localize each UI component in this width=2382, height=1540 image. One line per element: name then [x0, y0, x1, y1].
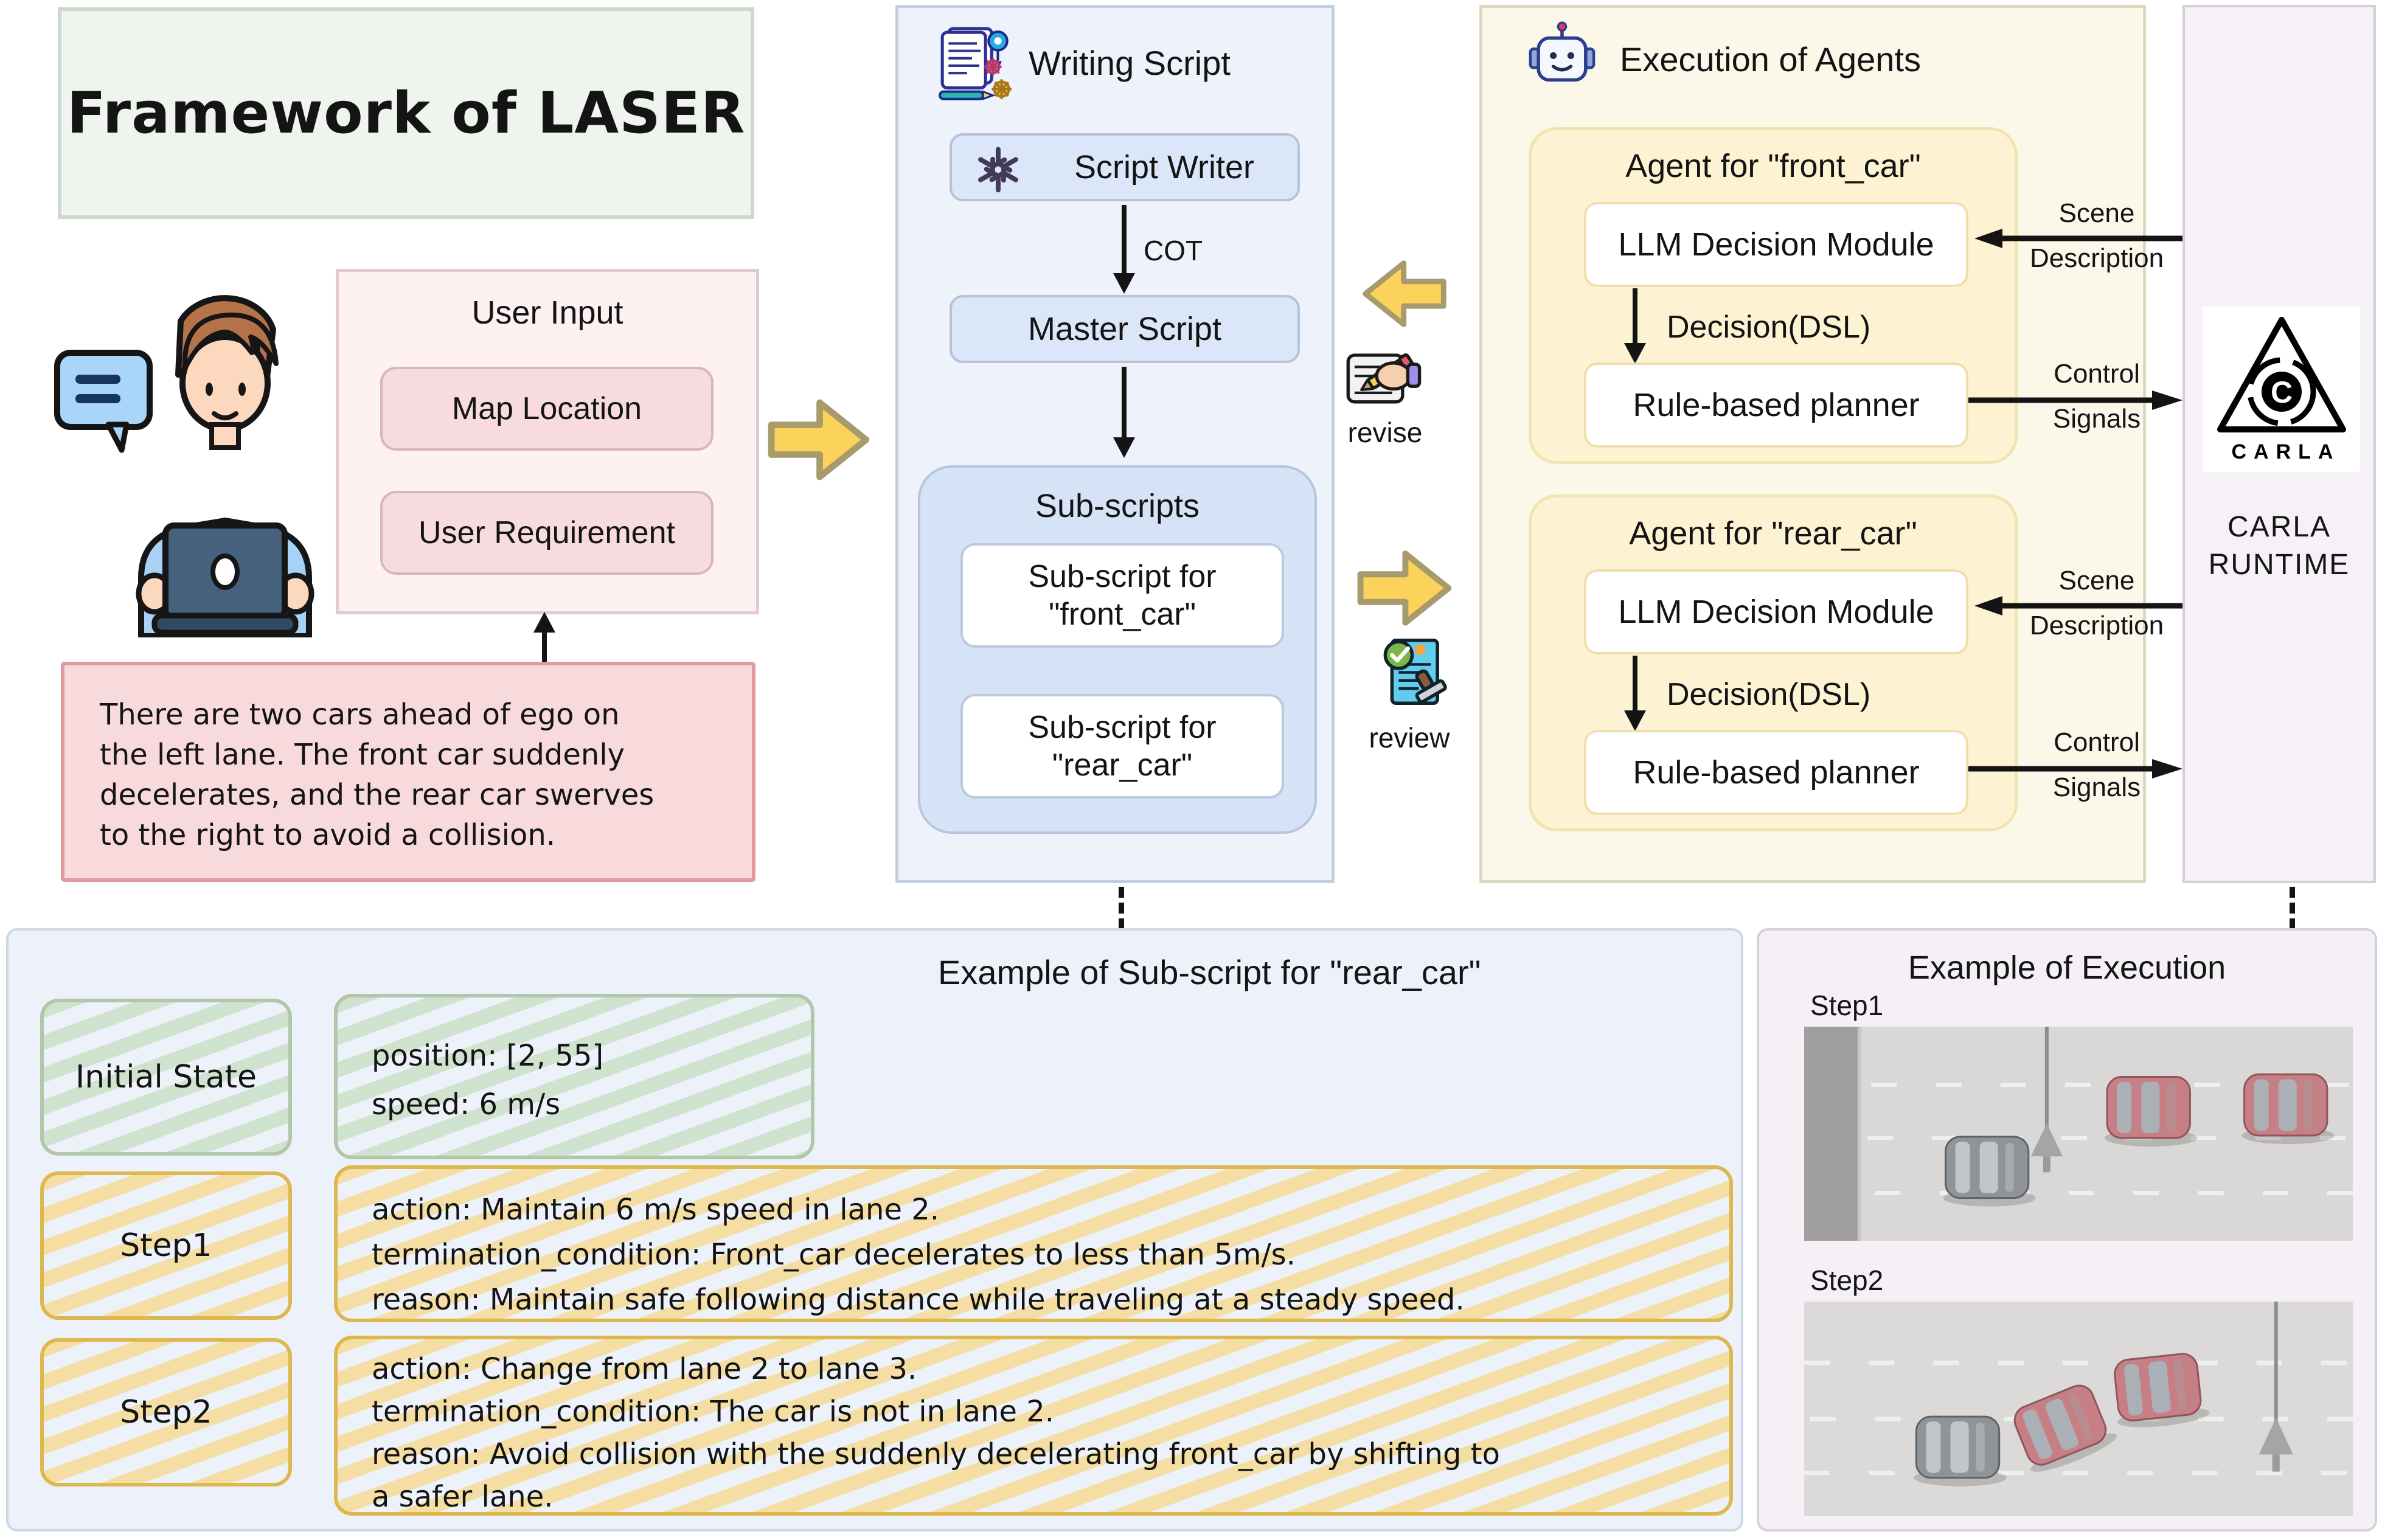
scenario-to-requirement-arrow	[533, 612, 555, 663]
subscript-example-panel: Example of Sub-script for "rear_car" Ini…	[6, 928, 1743, 1531]
scenario-line: the left lane. The front car suddenly	[100, 738, 625, 772]
scene-description-label-front: Scene	[2058, 198, 2135, 228]
control-signals-label-front: Control	[2054, 359, 2140, 389]
scene-description-label-rear: Scene	[2058, 566, 2135, 595]
sub-script-front-car-box: Sub-script for "front_car"	[960, 543, 1284, 648]
execution-step2-label: Step2	[1810, 1264, 1884, 1296]
llm-decision-module-front: LLM Decision Module	[1584, 202, 1968, 287]
carla-runtime-title: CARLA RUNTIME	[2208, 511, 2350, 581]
execution-agents-panel: Execution of Agents Agent for "front_car…	[1479, 5, 2146, 883]
writing-to-example-connector	[1119, 887, 1124, 929]
cot-label: COT	[1144, 235, 1203, 266]
sub-script-rear-car-label: Sub-script for "rear_car"	[1028, 710, 1217, 783]
carla-logo-letter: C	[2271, 375, 2293, 409]
carla-runtime-panel: C CARLA CARLA RUNTIME	[2182, 5, 2376, 883]
scenario-line: to the right to avoid a collision.	[100, 818, 556, 852]
sub-scripts-container: Sub-scripts Sub-script for "front_car" S…	[918, 465, 1317, 834]
initial-state-label-box: Initial State	[40, 999, 292, 1156]
review-label: review	[1369, 722, 1450, 754]
scene-description-arrow-front	[1974, 229, 2182, 248]
user-to-writing-arrow	[768, 399, 870, 480]
user-input-title: User Input	[471, 294, 623, 331]
map-location-box: Map Location	[380, 367, 714, 451]
speech-bubble-icon	[54, 350, 153, 453]
review-arrow	[1357, 550, 1452, 626]
robot-icon	[1529, 21, 1596, 82]
master-script-box: Master Script	[950, 295, 1300, 363]
control-signals-label-rear: Control	[2054, 727, 2140, 757]
carla-to-example-connector	[2290, 887, 2295, 929]
initial-state-content-box: position: [2, 55] speed: 6 m/s	[334, 994, 814, 1159]
carla-logo-icon: C CARLA	[2217, 317, 2346, 463]
sub-script-rear-car-box: Sub-script for "rear_car"	[960, 694, 1284, 799]
agent-front-car-box: Agent for "front_car" LLM Decision Modul…	[1529, 127, 2018, 464]
rule-based-planner-rear: Rule-based planner	[1584, 730, 1968, 815]
writing-script-title: Writing Script	[1029, 44, 1231, 82]
person-at-laptop-icon	[54, 295, 314, 637]
execution-agents-title: Execution of Agents	[1620, 40, 1922, 78]
sub-scripts-title: Sub-scripts	[1035, 488, 1200, 524]
master-script-label: Master Script	[1027, 311, 1222, 347]
step1-label-box: Step1	[40, 1171, 292, 1320]
person-icon	[136, 295, 314, 637]
decision-arrow-front	[1624, 288, 1646, 364]
execution-example-title: Example of Execution	[1908, 949, 2226, 986]
openai-logo-icon	[978, 147, 1018, 193]
master-to-subscripts-arrow	[1113, 367, 1135, 458]
step2-content-box: action: Change from lane 2 to lane 3. te…	[334, 1336, 1733, 1516]
agent-rear-car-title: Agent for "rear_car"	[1629, 515, 1917, 552]
rule-based-planner-label: Rule-based planner	[1633, 754, 1920, 791]
carla-logo-wordmark: CARLA	[2232, 440, 2341, 463]
document-pen-gears-icon	[939, 27, 1012, 101]
execution-step2-image	[1804, 1302, 2353, 1516]
scene-description-arrow-rear	[1974, 596, 2182, 616]
execution-step1-image	[1804, 1027, 2353, 1241]
script-writer-box: Script Writer	[950, 133, 1300, 201]
decision-dsl-label-front: Decision(DSL)	[1667, 310, 1871, 345]
llm-decision-module-label: LLM Decision Module	[1618, 594, 1934, 630]
carla-logo-box: C CARLA	[2203, 307, 2360, 472]
decision-dsl-label-rear: Decision(DSL)	[1667, 677, 1871, 712]
step2-label-box: Step2	[40, 1338, 292, 1486]
subscript-example-title: Example of Sub-script for "rear_car"	[938, 953, 1481, 991]
user-requirement-label: User Requirement	[418, 515, 675, 550]
execution-example-panel: Example of Execution Step1	[1757, 928, 2377, 1531]
user-requirement-box: User Requirement	[380, 491, 714, 575]
sub-script-front-car-label: Sub-script for "front_car"	[1028, 559, 1217, 632]
execution-step1-label: Step1	[1810, 990, 1884, 1021]
control-signals-label2-rear: Signals	[2052, 772, 2141, 802]
agent-front-car-title: Agent for "front_car"	[1625, 148, 1921, 184]
framework-title: Framework of LASER	[66, 80, 746, 147]
scenario-line: decelerates, and the rear car swerves	[100, 778, 655, 812]
revise-label: revise	[1347, 417, 1423, 448]
user-input-panel: User Input Map Location User Requirement	[336, 269, 759, 614]
control-signals-arrow-front	[1968, 390, 2182, 410]
framework-title-box: Framework of LASER	[58, 7, 754, 219]
decision-arrow-rear	[1624, 656, 1646, 731]
rule-based-planner-front: Rule-based planner	[1584, 362, 1968, 448]
control-signals-label2-front: Signals	[2052, 404, 2141, 434]
approved-document-icon	[1383, 639, 1447, 705]
llm-decision-module-rear: LLM Decision Module	[1584, 569, 1968, 654]
scene-description-label2-rear: Description	[2029, 611, 2164, 640]
step1-content-box: action: Maintain 6 m/s speed in lane 2. …	[334, 1165, 1733, 1322]
map-location-label: Map Location	[451, 391, 642, 426]
cot-arrow	[1113, 205, 1135, 294]
llm-decision-module-label: LLM Decision Module	[1618, 226, 1934, 263]
agent-rear-car-box: Agent for "rear_car" LLM Decision Module…	[1529, 494, 2018, 831]
script-writer-label: Script Writer	[1074, 149, 1255, 186]
hand-writing-icon	[1346, 353, 1422, 404]
scenario-line: There are two cars ahead of ego on	[100, 698, 620, 732]
writing-script-panel: Writing Script Script Writer COT Master …	[895, 5, 1335, 883]
scenario-box: There are two cars ahead of ego on the l…	[61, 662, 755, 882]
control-signals-arrow-rear	[1968, 759, 2182, 779]
scene-description-label2-front: Description	[2029, 243, 2164, 273]
rule-based-planner-label: Rule-based planner	[1633, 387, 1920, 423]
revise-arrow	[1363, 260, 1446, 327]
